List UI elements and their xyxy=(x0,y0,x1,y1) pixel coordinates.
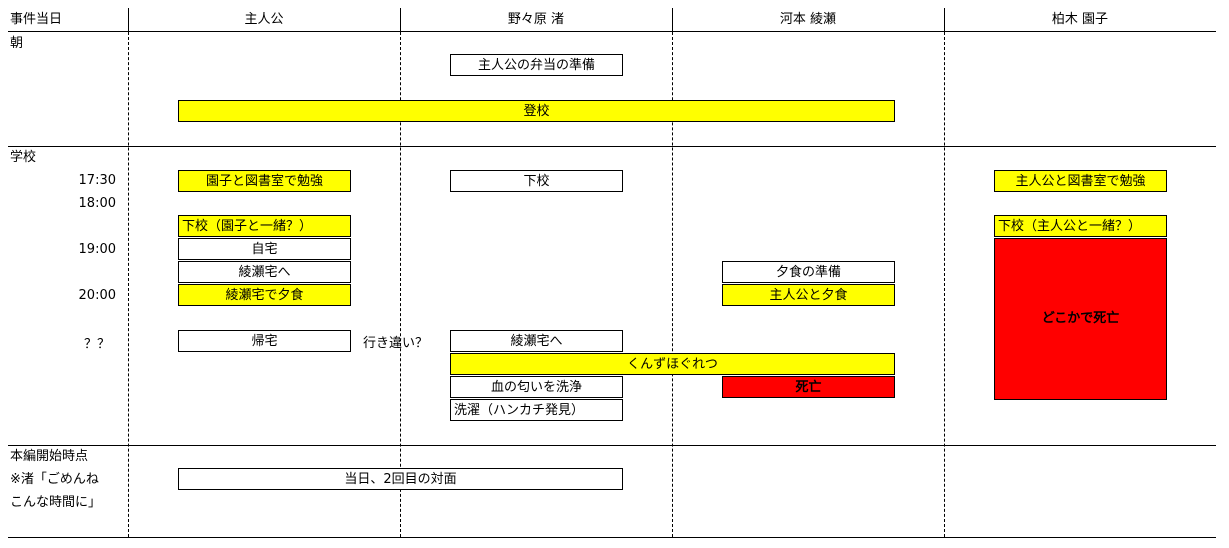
event-sonoko-death: どこかで死亡 xyxy=(994,238,1167,400)
event-bento: 主人公の弁当の準備 xyxy=(450,54,623,76)
row-divider xyxy=(8,445,1216,446)
section-start: 本編開始時点 xyxy=(10,449,89,464)
time-1900: 19:00 xyxy=(78,242,116,257)
event-meeting: 当日、2回目の対面 xyxy=(178,468,623,490)
row-divider xyxy=(8,146,1216,147)
event-sonoko-study: 主人公と図書室で勉強 xyxy=(994,170,1167,192)
event-toukou: 登校 xyxy=(178,100,895,122)
header-divider xyxy=(128,8,129,32)
column-divider xyxy=(400,32,401,537)
event-struggle: くんずほぐれつ xyxy=(450,353,895,375)
event-laundry: 洗濯（ハンカチ発見） xyxy=(450,399,623,421)
event-mc-to-ayase: 綾瀬宅へ xyxy=(178,261,351,283)
row-divider xyxy=(8,31,1216,32)
time-2000: 20:00 xyxy=(78,288,116,303)
header-divider xyxy=(944,8,945,32)
event-ayase-prep: 夕食の準備 xyxy=(722,261,895,283)
time-unknown: ？？ xyxy=(83,337,110,352)
column-divider xyxy=(672,32,673,537)
section-morning: 朝 xyxy=(10,36,24,51)
row-divider xyxy=(8,537,1216,538)
event-mc-return: 帰宅 xyxy=(178,330,351,352)
event-nagisa-gekou: 下校 xyxy=(450,170,623,192)
column-divider xyxy=(944,32,945,537)
section-note-line2: こんな時間に」 xyxy=(10,495,102,510)
time-1730: 17:30 xyxy=(78,173,116,188)
time-1800: 18:00 xyxy=(78,196,116,211)
event-mc-dinner: 綾瀬宅で夕食 xyxy=(178,284,351,306)
header-protagonist: 主人公 xyxy=(244,12,284,27)
column-divider xyxy=(128,32,129,537)
event-wash-blood: 血の匂いを洗浄 xyxy=(450,376,623,398)
header-date: 事件当日 xyxy=(10,12,63,27)
header-ayase: 河本 綾瀬 xyxy=(779,12,837,27)
section-note-line1: ※渚「ごめんね xyxy=(10,472,99,487)
note-miss: 行き違い？ xyxy=(363,336,429,351)
event-mc-gekou: 下校（園子と一緒？） xyxy=(178,215,351,237)
header-sonoko: 柏木 園子 xyxy=(1051,12,1109,27)
event-mc-study: 園子と図書室で勉強 xyxy=(178,170,351,192)
event-mc-home: 自宅 xyxy=(178,238,351,260)
section-school: 学校 xyxy=(10,150,37,165)
header-divider xyxy=(400,8,401,32)
event-sonoko-gekou: 下校（主人公と一緒？） xyxy=(994,215,1167,237)
header-nagisa: 野々原 渚 xyxy=(507,12,565,27)
header-divider xyxy=(672,8,673,32)
event-nagisa-to-ayase: 綾瀬宅へ xyxy=(450,330,623,352)
event-ayase-death: 死亡 xyxy=(722,376,895,398)
event-ayase-dinner: 主人公と夕食 xyxy=(722,284,895,306)
